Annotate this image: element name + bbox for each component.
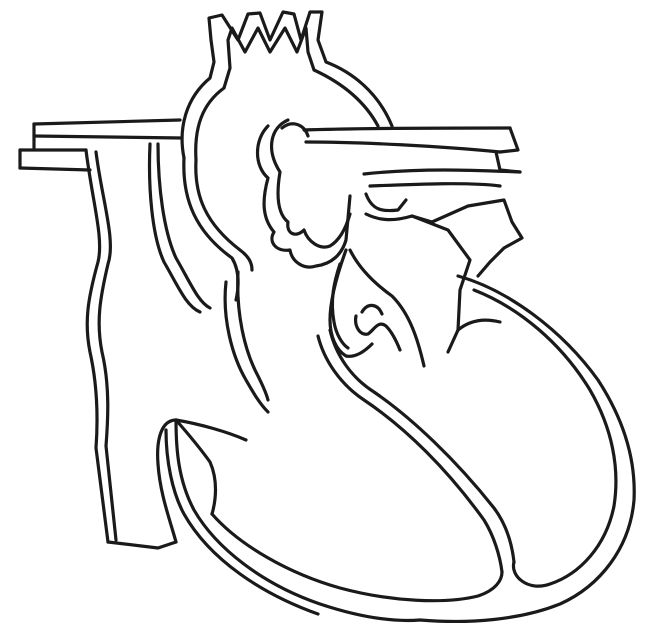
left-ventricle-outer: [420, 276, 634, 621]
pulmonary-vein-upper: [366, 194, 406, 211]
ventricular-septum-outer: [318, 336, 502, 572]
pulmonary-artery-top: [304, 128, 510, 130]
pulmonary-artery-lower-inner: [370, 184, 500, 186]
right-ventricle-outer: [158, 420, 246, 464]
left-atrium-wall: [412, 216, 470, 352]
ivc-bottom: [108, 542, 176, 548]
left-ventricle-apex-line: [458, 320, 500, 330]
septum-line-inner: [238, 272, 268, 400]
tricuspid-line: [176, 420, 216, 514]
pulmonary-trunk-inner: [272, 120, 350, 247]
mitral-valve: [330, 250, 372, 356]
pulmonary-artery-cap: [496, 128, 520, 172]
left-atrium-inner: [350, 250, 424, 366]
mitral-valve-inner: [332, 264, 348, 348]
ivc-right: [158, 464, 176, 542]
mitral-valve-leaflet: [356, 316, 400, 350]
ventricle-lumen: [212, 514, 502, 601]
pulmonary-artery-lower: [364, 170, 520, 174]
right-ventricle-inner: [166, 430, 318, 614]
mitral-valve-leaflet-2: [362, 305, 382, 314]
left-vessel-mid: [34, 136, 182, 138]
right-ventricle-body: [176, 420, 420, 620]
ascending-aorta: [184, 158, 238, 300]
pulmonary-artery-bottom: [306, 142, 500, 152]
left-vessel-bottom: [20, 168, 90, 170]
heart-outline: [20, 12, 634, 621]
left-vessel-cap: [20, 124, 34, 168]
aortic-arch-inner: [196, 28, 378, 160]
left-vessel-top: [34, 120, 180, 124]
